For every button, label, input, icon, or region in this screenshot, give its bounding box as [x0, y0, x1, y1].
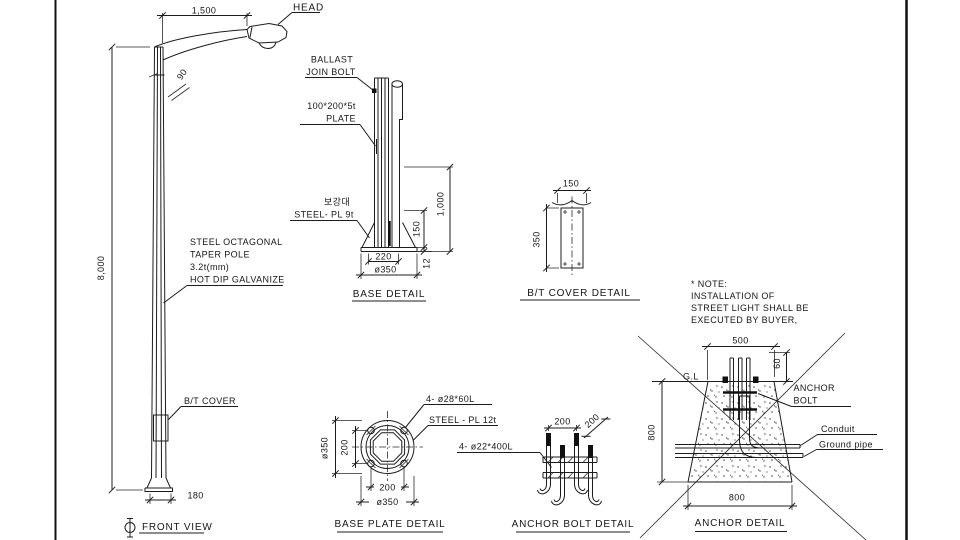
dim-plate-thickness: 12: [422, 258, 432, 269]
ballast-label-line1: BALLAST: [311, 55, 353, 65]
pole-spec-leader: [163, 285, 283, 304]
bt-cover-leader: [168, 406, 238, 420]
conduit-leader: [800, 434, 877, 446]
anchor-callout-line1: ANCHOR: [794, 383, 836, 393]
conduit-pipes: [675, 395, 804, 458]
stiffener-label-line2: STEEL- PL 9t: [294, 210, 354, 220]
front-view-symbol: [124, 518, 136, 538]
ballast-label-line2: JOIN BOLT: [306, 67, 356, 77]
stiffener-leader: [290, 220, 370, 239]
bt-cover-dim-lines: [542, 186, 591, 272]
pole-spec-line1: STEEL OCTAGONAL: [190, 237, 283, 247]
dim-arm-length: 1,500: [192, 6, 217, 16]
pole-spec-line4: HOT DIP GALVANIZE: [190, 275, 285, 285]
note-line3: STREET LIGHT SHALL BE: [691, 303, 809, 313]
anchor-bolt-detail-title: ANCHOR BOLT DETAIL: [512, 519, 635, 530]
note-block: * NOTE: INSTALLATION OF STREET LIGHT SHA…: [691, 279, 809, 325]
dim-exposed-length: 1,000: [436, 192, 446, 217]
dim-arm-length-lines: [157, 11, 252, 43]
pole-outline: [144, 46, 173, 492]
dim-arm-angle: 90: [175, 67, 189, 82]
dim-foundation-top-width: 500: [732, 336, 748, 346]
plate-label-leader: [412, 425, 498, 441]
anchor-bolt-callout-leader: [757, 393, 851, 407]
base-detail-title: BASE DETAIL: [353, 289, 426, 300]
bolt-holes: [366, 425, 409, 469]
anchor-bolt-label: 4- ø22*400L: [459, 442, 513, 452]
note-line2: INSTALLATION OF: [691, 291, 775, 301]
dim-anchor-pitch-diagonal: 200: [583, 412, 602, 430]
plate-label-line2: PLATE: [326, 114, 356, 124]
base-detail-drawing: BALLAST JOIN BOLT 100*200*5t PLATE 보강대 S…: [290, 55, 454, 302]
dim-arm-angle-lines: [148, 73, 190, 101]
dim-pole-height: 8,000: [96, 256, 106, 281]
anchor-detail-drawing: 500 60 G.L ANCHOR BOLT Conduit Ground pi…: [637, 332, 883, 540]
bt-cover-corner-marks: [563, 210, 581, 266]
dim-base-width: 180: [188, 491, 204, 501]
concrete-foundation-outline: [687, 381, 793, 483]
dim-plate-dia: ø350: [374, 265, 396, 275]
ballast-bolt-mark: [372, 88, 377, 93]
bt-cover-detail-title: B/T COVER DETAIL: [527, 288, 631, 299]
base-detail-dim-lines: [356, 163, 454, 279]
dim-plate-dia-horizontal: ø350: [376, 497, 398, 507]
note-line4: EXECUTED BY BUYER,: [691, 315, 798, 325]
anchor-bolt-dim-lines: [544, 413, 611, 442]
base-column: [360, 77, 418, 252]
plate-label-line1: 100*200*5t: [307, 101, 356, 111]
anchor-bolts: [537, 433, 602, 506]
bt-cover-label: B/T COVER: [184, 396, 236, 406]
bolt-label-leader: [404, 404, 492, 429]
bt-cover-shape: [153, 414, 169, 442]
ballast-leader: [305, 77, 374, 91]
dim-bolt-pitch: 220: [375, 252, 391, 262]
stiffener-label-line1: 보강대: [324, 197, 350, 207]
anchor-bolt-label-leader: [457, 452, 552, 468]
bolt-frame-plates: [542, 456, 598, 479]
pole-spec-line3: 3.2t(mm): [190, 262, 229, 272]
dim-cover-width: 150: [563, 179, 579, 189]
dim-anchor-pitch: 200: [554, 417, 570, 427]
base-plate-bolt-label: 4- ø28*60L: [426, 394, 475, 404]
base-plate-plate-label: STEEL - PL 12t: [429, 415, 497, 425]
base-plate-detail-title: BASE PLATE DETAIL: [334, 519, 445, 530]
front-view-title: FRONT VIEW: [142, 522, 213, 533]
dim-pole-height-lines: [108, 43, 150, 494]
dim-bolt-pitch-horizontal: 200: [379, 483, 395, 493]
note-line1: * NOTE:: [691, 279, 727, 289]
arm-and-head: [154, 12, 320, 61]
sheet-border-lines: [54, 0, 908, 540]
ground-level-label: G.L: [683, 372, 699, 382]
dim-foundation-depth: 800: [647, 424, 657, 440]
anchor-detail-dim-lines: [657, 342, 797, 510]
base-plate-detail-drawing: 4- ø28*60L STEEL - PL 12t ø350 200 200 ø…: [320, 394, 498, 533]
dim-foundation-bottom-width: 800: [729, 493, 745, 503]
dim-base-width-lines: [145, 493, 176, 504]
pole-spec-line2: TAPER POLE: [190, 250, 250, 260]
dim-bolt-pitch-vertical: 200: [340, 439, 350, 455]
conduit-label: Conduit: [821, 424, 855, 434]
anchor-callout-line2: BOLT: [794, 396, 819, 406]
ground-pipe-label: Ground pipe: [819, 440, 873, 450]
ground-pipe-leader: [803, 449, 883, 457]
dim-gusset-height: 150: [412, 221, 422, 237]
plate-leader: [300, 124, 376, 147]
anchor-detail-title: ANCHOR DETAIL: [695, 518, 786, 529]
dim-cover-height: 350: [532, 231, 542, 247]
bt-cover-detail-drawing: 150 350 B/T COVER DETAIL: [520, 179, 640, 301]
front-view-drawing: 1,500 HEAD 90 8,000 STEEL OCTAGONAL TAPE…: [96, 3, 324, 538]
dim-plate-dia-vertical: ø350: [320, 437, 330, 459]
head-label: HEAD: [293, 3, 324, 14]
dim-bolt-projection: 60: [772, 358, 782, 369]
anchor-bolt-detail-drawing: 4- ø22*400L 200 200 ANCHOR BOLT DETAIL: [457, 412, 635, 533]
